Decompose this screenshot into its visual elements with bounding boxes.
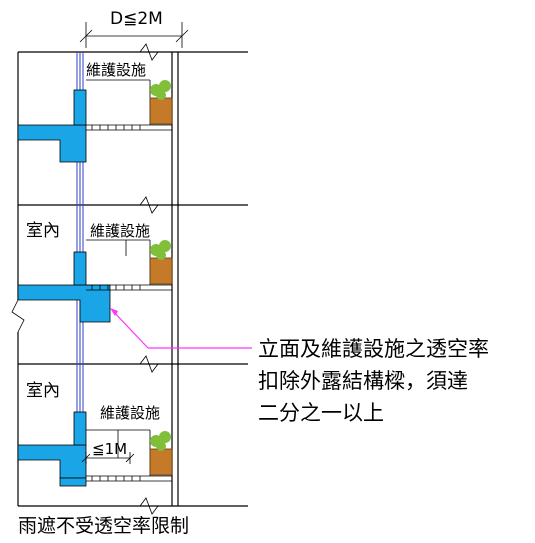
room-label-middle: 室內 bbox=[26, 221, 60, 241]
planter-top bbox=[149, 80, 173, 125]
railing-label-top: 維護設施 bbox=[86, 61, 146, 79]
left-wall bbox=[11, 52, 25, 506]
room-label-lower: 室內 bbox=[26, 381, 60, 401]
dimension-top-label: D≦2M bbox=[110, 9, 163, 29]
structure-slabs bbox=[17, 89, 111, 487]
outer-frame bbox=[171, 52, 179, 506]
railing-label-middle: 維護設施 bbox=[90, 222, 150, 240]
note-line-2: 扣除外露結構樑，須達 bbox=[258, 369, 468, 393]
floor-lines bbox=[18, 43, 248, 515]
balcony-slabs bbox=[86, 124, 172, 482]
railing-label-bottom: 維護設施 bbox=[100, 404, 160, 422]
top-dimension: D≦2M bbox=[79, 9, 189, 48]
note-line-1: 立面及維護設施之透空率 bbox=[258, 337, 489, 361]
small-dimension: ≦1M bbox=[81, 430, 135, 464]
footer-caption: 雨遮不受透空率限制 bbox=[18, 515, 189, 537]
note-line-3: 二分之一以上 bbox=[258, 401, 384, 425]
planter-middle bbox=[149, 240, 173, 285]
note-leader bbox=[110, 308, 252, 349]
dimension-small-label: ≦1M bbox=[92, 440, 127, 458]
planter-bottom bbox=[149, 431, 173, 476]
